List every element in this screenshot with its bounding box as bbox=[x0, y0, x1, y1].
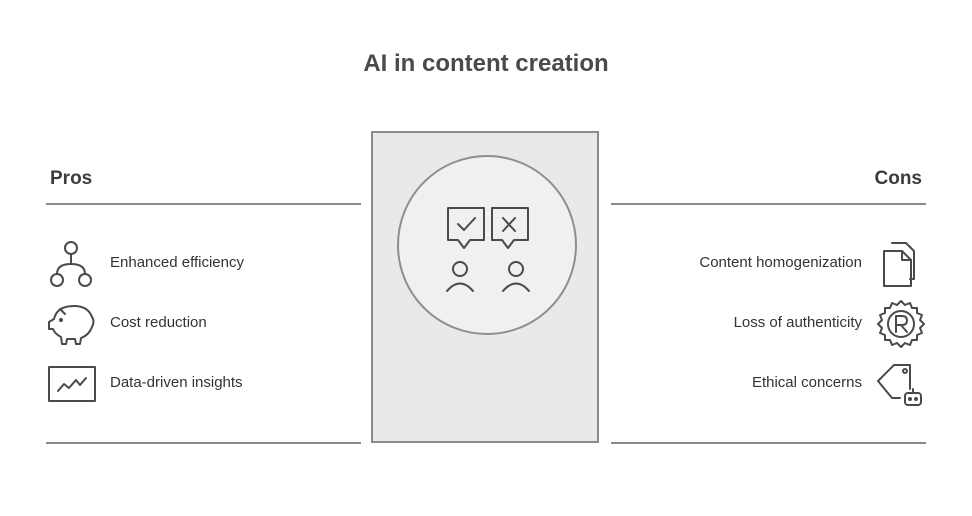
piggy-bank-icon bbox=[48, 305, 95, 345]
page-title: AI in content creation bbox=[363, 50, 609, 77]
robot-tag-icon bbox=[877, 364, 922, 406]
pros-heading: Pros bbox=[50, 168, 93, 189]
org-chart-icon bbox=[50, 241, 92, 287]
cons-item-label: Content homogenization bbox=[699, 254, 862, 271]
duplicate-documents-icon bbox=[883, 242, 915, 287]
cons-heading: Cons bbox=[874, 168, 923, 189]
center-circle bbox=[397, 155, 577, 335]
cons-item-loss-of-authenticity: Loss of authenticity bbox=[606, 299, 926, 349]
cons-item-label: Loss of authenticity bbox=[733, 314, 862, 331]
pros-item-label: Enhanced efficiency bbox=[110, 254, 244, 271]
pros-top-divider bbox=[46, 203, 361, 205]
cons-item-ethical-concerns: Ethical concerns bbox=[606, 359, 926, 409]
pros-item-cost-reduction: Cost reduction bbox=[46, 299, 366, 349]
cons-bottom-divider bbox=[611, 442, 926, 444]
cons-item-label: Ethical concerns bbox=[751, 374, 862, 391]
center-panel bbox=[371, 131, 599, 443]
pros-item-label: Cost reduction bbox=[110, 314, 207, 331]
line-chart-icon bbox=[48, 366, 96, 402]
pros-bottom-divider bbox=[46, 442, 361, 444]
cons-item-content-homogenization: Content homogenization bbox=[606, 239, 926, 289]
registered-seal-icon bbox=[877, 300, 925, 348]
cons-top-divider bbox=[611, 203, 926, 205]
pros-item-enhanced-efficiency: Enhanced efficiency bbox=[46, 239, 366, 289]
pros-item-data-driven-insights: Data-driven insights bbox=[46, 359, 366, 409]
two-people-approve-reject-icon bbox=[446, 207, 530, 292]
pros-item-label: Data-driven insights bbox=[110, 374, 243, 391]
